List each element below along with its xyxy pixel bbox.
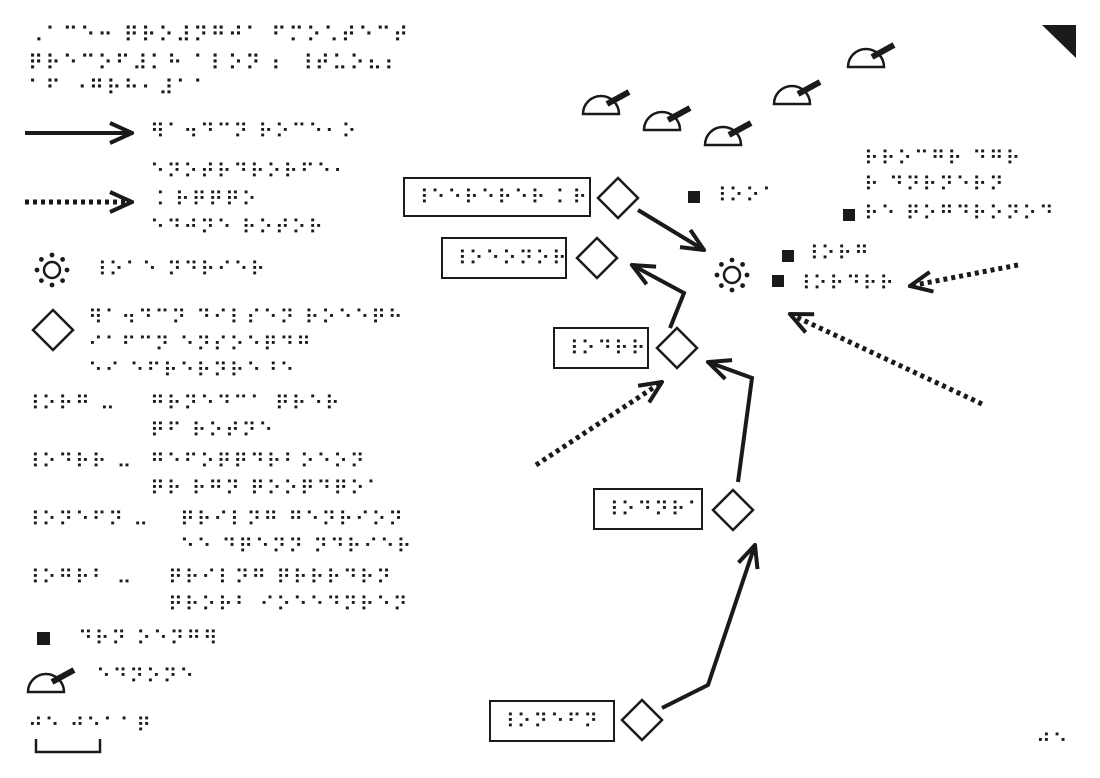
dotted-arrow — [790, 311, 984, 407]
legend-dotted-arrow-label-1: ⠑⠝⠕⠞⠗⠙⠗⠕⠗⠋⠑⠂ — [150, 159, 350, 183]
telescope-icon — [583, 92, 629, 114]
square-bullet-icon — [843, 209, 855, 221]
corner-triangle-icon — [1042, 25, 1076, 58]
box-bottom — [489, 700, 615, 742]
def-3-term: ⠸⠕⠝⠑⠋⠝ ⠤ — [25, 507, 150, 531]
legend-telescope-icon — [28, 670, 74, 692]
legend-diamond-label-1: ⠻⠁⠲⠙⠉⠝ ⠙⠊⠇⠎⠑⠝ ⠗⠕⠑⠑⠟⠓ — [88, 305, 404, 329]
def-1-text-1: ⠛⠗⠝⠑⠙⠉⠁ ⠟⠗⠑⠗ — [150, 391, 342, 415]
box-mid — [553, 327, 649, 369]
legend-dotted-arrow-label-3: ⠑⠙⠚⠝⠑ ⠗⠕⠞⠕⠗ — [150, 215, 325, 239]
def-1-text-2: ⠟⠋ ⠗⠕⠞⠝⠑ — [150, 418, 275, 442]
diamond-icon — [711, 488, 755, 532]
right-label-3: ⠗⠑ ⠟⠕⠛⠙⠗⠕⠝⠕⠙ — [864, 201, 1056, 225]
sun-icon — [713, 256, 751, 294]
telescope-icon — [848, 45, 894, 67]
square-bullet-icon — [782, 250, 794, 262]
diamond-icon — [620, 698, 664, 742]
title-line-1: ⠠⠁⠉⠑⠒ ⠟⠗⠕⠼⠝⠛⠚⠁ ⠋⠍⠕⠡⠞⠑⠉⠞ — [28, 23, 410, 47]
box-lower-label: ⠸⠕⠙⠝⠗⠁ — [604, 497, 704, 521]
def-2-term: ⠸⠕⠙⠗⠗ ⠤ — [25, 449, 133, 473]
box-second-label: ⠸⠕⠑⠕⠝⠕⠗ — [452, 246, 569, 270]
box-mid-label: ⠸⠕⠙⠗⠗ — [564, 336, 647, 360]
def-4-term: ⠸⠕⠛⠗⠃ ⠤ — [25, 565, 133, 589]
solid-arrow — [636, 208, 704, 250]
def-2-text-1: ⠛⠑⠋⠕⠟⠟⠙⠗⠃⠕⠑⠕⠝ — [150, 449, 366, 473]
dotted-arrow — [910, 262, 1019, 286]
def-2-text-2: ⠟⠗ ⠗⠛⠝ ⠟⠕⠕⠟⠙⠟⠕⠁ — [150, 476, 383, 500]
box-top-label: ⠸⠑⠑⠗⠑⠗⠑⠗ ⠅⠗ — [414, 185, 589, 209]
legend-dotted-arrow-label-2: ⠨ ⠗⠟⠟⠟⠕ — [150, 187, 258, 211]
def-1-term: ⠸⠕⠗⠛ ⠤ — [25, 391, 117, 415]
legend-diamond-icon — [31, 308, 75, 352]
legend-diamond-label-2: ⠊⠁⠋⠉⠝ ⠑⠝⠎⠕⠑⠟⠙⠛ — [88, 332, 313, 356]
title-line-3: ⠁⠋ ⠐⠛⠗⠓⠂⠼⠁⠁ — [28, 76, 210, 100]
square-label-3: ⠸⠕⠗⠙⠗⠗ — [796, 271, 896, 295]
square-label-2: ⠸⠕⠗⠛ — [804, 241, 871, 265]
square-bullet-icon — [772, 275, 784, 287]
page-number: ⠚⠑ — [1036, 729, 1069, 753]
diamond-icon — [655, 326, 699, 370]
solid-arrow — [632, 265, 687, 329]
telescope-icon — [774, 82, 820, 104]
box-bottom-label: ⠸⠕⠝⠑⠋⠝ — [500, 709, 600, 733]
legend-square-bullet-icon — [37, 632, 50, 645]
box-lower — [593, 488, 703, 530]
def-4-text-2: ⠟⠗⠕⠗⠃ ⠊⠕⠑⠑⠙⠝⠗⠑⠝ — [168, 592, 409, 616]
box-second — [441, 237, 567, 279]
telescope-icon — [705, 123, 751, 145]
def-4-text-1: ⠟⠗⠊⠇⠝⠛ ⠟⠗⠗⠗⠙⠗⠝ — [168, 565, 393, 589]
legend-solid-arrow-label: ⠻⠁⠲⠙⠉⠝ ⠗⠕⠉⠑⠂⠕ — [150, 119, 358, 143]
diamond-icon — [575, 236, 619, 280]
legend-sun-label: ⠸⠕⠁⠑ ⠝⠙⠗⠊⠑⠗ — [92, 257, 267, 281]
solid-arrow — [708, 362, 755, 483]
telescope-icon — [644, 108, 690, 130]
right-label-1: ⠗⠗⠕⠉⠛⠗ ⠙⠛⠗ — [864, 146, 1022, 170]
legend-square-label: ⠙⠗⠝ ⠕⠑⠝⠛⠻ — [78, 626, 220, 650]
def-3-text-1: ⠟⠗⠊⠇⠝⠛ ⠛⠑⠝⠗⠊⠕⠝ — [180, 507, 405, 531]
right-label-2: ⠗ ⠙⠝⠗⠝⠑⠗⠝ — [864, 172, 1006, 196]
def-3-text-2: ⠑⠑ ⠙⠟⠑⠝⠝ ⠝⠙⠗⠊⠑⠗ — [180, 534, 413, 558]
scale-bar — [34, 739, 102, 754]
diamond-icon — [596, 176, 640, 220]
box-top — [403, 177, 591, 217]
legend-telescope-label: ⠑⠙⠝⠕⠝⠑ — [96, 664, 196, 688]
scale-label: ⠚⠑ ⠚⠑⠁⠁⠟ — [28, 713, 153, 737]
solid-arrow — [661, 545, 755, 710]
legend-sun-icon — [33, 251, 71, 289]
legend-diamond-label-3: ⠑⠊ ⠑⠋⠗⠑⠗⠝⠗⠑⠘⠑ — [88, 358, 296, 382]
square-label-1: ⠸⠕⠕⠁ — [712, 183, 779, 207]
dotted-arrow — [534, 382, 662, 468]
title-line-2: ⠟⠗⠑⠉⠕⠋⠼⠅⠓ ⠁⠇⠕⠝ ⠆ ⠸⠞⠥⠕⠦⠆ — [28, 51, 402, 75]
square-bullet-icon — [688, 191, 700, 203]
